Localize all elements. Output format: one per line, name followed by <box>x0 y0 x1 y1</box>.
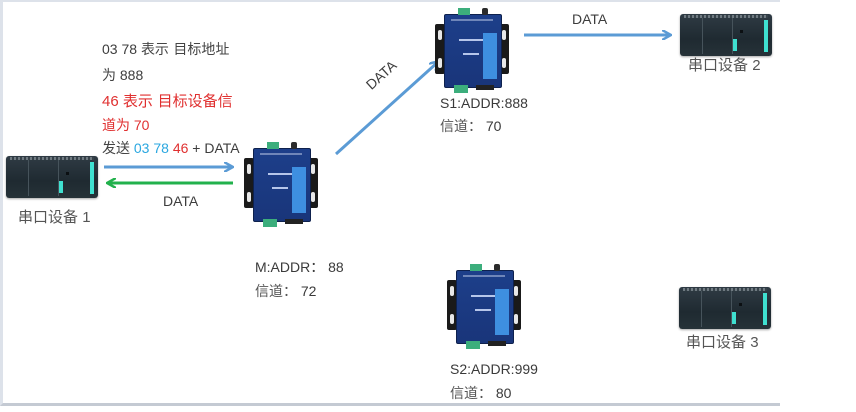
desc-line-4: 道为 70 <box>102 116 149 135</box>
master-address: M:ADDR： 88 <box>255 259 344 275</box>
master-channel-value: 72 <box>300 283 317 299</box>
slave2-channel-label: 信道： <box>450 386 492 402</box>
arrow-master-to-s1 <box>334 62 438 156</box>
master-channel: 信道： 72 <box>255 282 316 301</box>
serial-device-1-name: 串口设备 <box>18 208 79 226</box>
slave2-rf-module-icon <box>446 264 522 350</box>
serial-device-3-icon <box>679 287 771 329</box>
slave2-channel: 信道： 80 <box>450 384 511 403</box>
master-rf-module-icon <box>243 142 319 228</box>
diagram-frame <box>0 0 780 406</box>
serial-device-3-name: 串口设备 <box>686 333 747 351</box>
desc-channel-value: 70 <box>133 117 150 133</box>
desc-address-value: 888 <box>119 67 144 83</box>
slave1-channel-value: 70 <box>485 118 502 134</box>
desc-channel-code: 46 <box>102 93 119 110</box>
slave2-channel-value: 80 <box>495 385 512 401</box>
slave1-channel: 信道： 70 <box>440 117 501 136</box>
serial-device-2-number: 2 <box>752 57 761 74</box>
desc-line-3: 46 表示 目标设备信 <box>102 92 233 111</box>
arrow-label-s1-to-dev2: DATA <box>572 11 608 27</box>
desc-channel-meaning: 表示 目标设备信 <box>122 92 233 110</box>
desc-send-label: 发送 <box>102 141 130 157</box>
serial-device-2-label: 串口设备 2 <box>688 56 761 75</box>
serial-device-2-icon <box>680 14 772 56</box>
desc-send-data: + DATA <box>192 140 240 156</box>
serial-device-3-label: 串口设备 3 <box>686 333 759 352</box>
serial-device-1-number: 1 <box>82 209 91 226</box>
slave1-address: S1:ADDR:888 <box>440 95 528 111</box>
slave2-address: S2:ADDR:999 <box>450 361 538 377</box>
desc-send-address-code: 03 78 <box>133 140 169 156</box>
desc-address-code: 03 78 <box>102 41 138 57</box>
slave1-channel-label: 信道： <box>440 119 482 135</box>
desc-address-meaning: 表示 目标地址 <box>140 42 230 58</box>
serial-device-1-icon <box>6 156 98 198</box>
desc-send-channel-code: 46 <box>172 140 189 156</box>
desc-prefix-wei: 为 <box>102 68 116 84</box>
desc-line-5: 发送 03 78 46 + DATA <box>102 139 240 158</box>
desc-line-2: 为 888 <box>102 66 143 85</box>
desc-prefix-daowei: 道为 <box>102 118 130 134</box>
serial-device-2-name: 串口设备 <box>688 56 749 74</box>
slave1-rf-module-icon <box>434 8 510 94</box>
serial-device-1-label: 串口设备 1 <box>18 208 91 227</box>
master-channel-label: 信道： <box>255 284 297 300</box>
desc-line-1: 03 78 表示 目标地址 <box>102 40 229 59</box>
serial-device-3-number: 3 <box>750 334 759 351</box>
arrow-label-return-data: DATA <box>163 193 199 209</box>
